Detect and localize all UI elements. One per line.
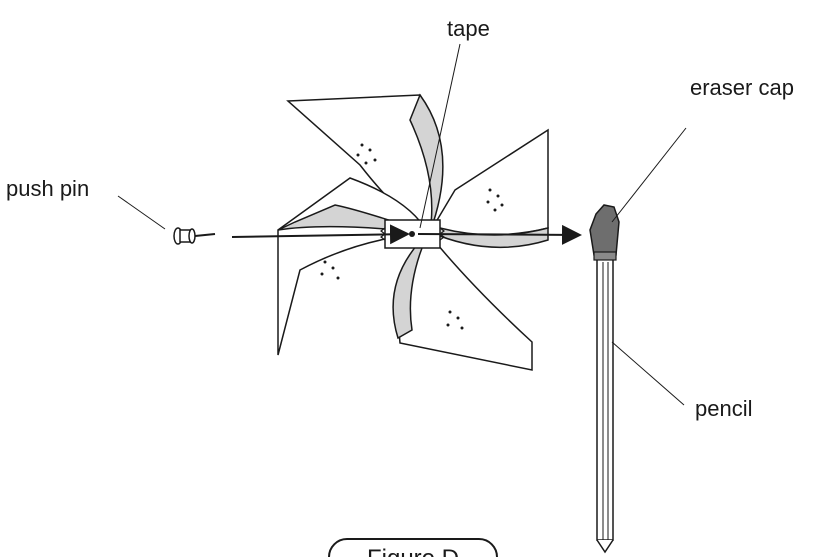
pencil-body — [596, 257, 614, 541]
pencil — [589, 204, 620, 554]
pencil-leader — [611, 341, 685, 406]
tape-label: tape — [447, 16, 490, 41]
push-pin — [173, 227, 216, 245]
pencil-axis-arrow — [417, 224, 582, 245]
eraser-cap-leader — [611, 127, 687, 223]
eraser-cap — [589, 204, 620, 256]
blade-right — [428, 128, 549, 236]
eraser-cap-label: eraser cap — [690, 75, 794, 100]
push-pin-label: push pin — [6, 176, 89, 201]
push-pin-leader — [117, 195, 166, 230]
tape-leader — [419, 43, 461, 229]
figure-caption-text: Figure D — [367, 545, 459, 557]
blade-decorations — [320, 143, 504, 330]
pinwheel — [277, 93, 549, 371]
pencil-label: pencil — [695, 396, 752, 421]
figure-caption: Figure D — [328, 538, 498, 557]
hub-center — [409, 231, 415, 237]
blade-bottom-fold — [392, 232, 429, 340]
pencil-tip — [596, 539, 614, 554]
pin-axis-arrow — [231, 224, 410, 245]
